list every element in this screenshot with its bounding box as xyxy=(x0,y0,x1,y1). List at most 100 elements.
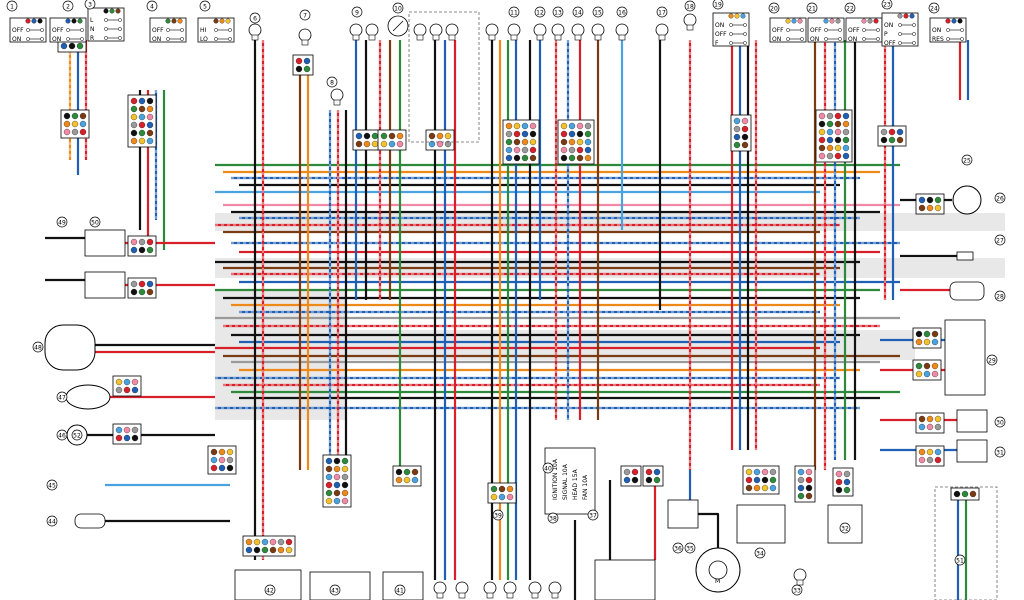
callout-label: 12 xyxy=(536,10,544,17)
connector-34 xyxy=(742,465,780,495)
connector-47 xyxy=(207,445,237,475)
bulb-15 xyxy=(591,23,605,41)
callout-label: 52 xyxy=(73,433,81,440)
callout-40: 40 xyxy=(542,462,554,474)
callout-38: 38 xyxy=(547,512,559,524)
switch-row-label: P xyxy=(884,31,888,38)
callout-27: 27 xyxy=(994,234,1006,246)
callout-5: 5 xyxy=(199,0,211,12)
callout-label: 17 xyxy=(658,10,666,17)
callout-label: 22 xyxy=(846,6,854,13)
bulb-17 xyxy=(655,23,669,41)
switch-row-label: LO xyxy=(200,36,208,43)
switch-row-label: N xyxy=(90,26,95,33)
callout-label: 24 xyxy=(930,6,938,13)
switch-row-label: OFF xyxy=(715,31,727,38)
switch-row-label: ON xyxy=(52,36,61,43)
callout-label: 38 xyxy=(549,516,557,523)
connector-b9 xyxy=(950,487,980,501)
horn xyxy=(952,185,982,215)
callout-label: 44 xyxy=(48,519,56,526)
callout-label: 46 xyxy=(58,433,66,440)
connector-main-left xyxy=(127,94,157,148)
switch-31-box xyxy=(956,439,988,463)
callout-10: 10 xyxy=(392,2,404,14)
connector-44 xyxy=(322,454,352,508)
connector-33 xyxy=(794,465,816,503)
callout-label: 1 xyxy=(10,4,14,11)
callout-33: 33 xyxy=(791,584,803,596)
bulb-meter-3 xyxy=(445,23,459,41)
starter-relay xyxy=(667,499,699,529)
bulb-meter-1 xyxy=(413,23,427,41)
sender-49 xyxy=(65,384,111,410)
resistor-27 xyxy=(956,251,974,261)
connector-36a xyxy=(620,465,642,487)
connector-11 xyxy=(502,119,540,165)
switch-table-group: OFFONOFFONLNROFFONHILOONOFFFOFFONOFFONOF… xyxy=(9,7,967,47)
connector-32 xyxy=(832,467,854,497)
sensor-46 xyxy=(74,513,106,529)
bulb-bottom-5 xyxy=(528,581,542,599)
callout-41: 41 xyxy=(394,584,406,596)
fuse-label-4: FAN 10A xyxy=(582,474,589,500)
connector-45 xyxy=(242,535,296,557)
callout-26: 26 xyxy=(994,192,1006,204)
callout-label: 30 xyxy=(996,420,1004,427)
callout-label: 4 xyxy=(150,4,154,11)
connector-left-small xyxy=(60,109,90,139)
callout-label: 29 xyxy=(988,358,996,365)
callout-label: 3 xyxy=(88,2,92,9)
switch-row-label: ON xyxy=(848,36,857,43)
switch-row-label: R xyxy=(90,35,94,42)
ignition-coil-box xyxy=(234,569,302,600)
bulb-18 xyxy=(683,13,697,31)
connector-48 xyxy=(112,423,142,445)
callout-6: 6 xyxy=(249,12,261,24)
callout-39: 39 xyxy=(492,509,504,521)
callout-8: 8 xyxy=(326,76,338,88)
switch-row-label: ON xyxy=(715,22,724,29)
callout-label: 19 xyxy=(714,2,722,9)
connector-49 xyxy=(112,375,142,397)
callout-4: 4 xyxy=(146,0,158,12)
callout-label: 16 xyxy=(618,10,626,17)
bulb-14 xyxy=(571,23,585,41)
callout-label: 47 xyxy=(58,395,66,402)
regulator-box xyxy=(944,319,986,396)
callout-12: 12 xyxy=(534,6,546,18)
callout-label: 11 xyxy=(510,10,518,17)
connector-13 xyxy=(557,119,595,165)
callout-label: 20 xyxy=(770,6,778,13)
callout-1: 1 xyxy=(6,0,18,12)
callout-label: 32 xyxy=(841,526,849,533)
callout-label: 31 xyxy=(996,450,1004,457)
callout-label: 37 xyxy=(589,513,597,520)
switch-row-label: OFF xyxy=(52,27,64,34)
switch-row-label: ON xyxy=(12,36,21,43)
connector-meter-a xyxy=(377,129,407,151)
callout-label: 27 xyxy=(996,238,1004,245)
connector-group xyxy=(57,39,980,557)
wire-black xyxy=(698,512,720,548)
callout-13: 13 xyxy=(552,6,564,18)
starter-motor-inner xyxy=(708,560,728,580)
callout-label: 26 xyxy=(996,196,1004,203)
callout-47: 47 xyxy=(56,391,68,403)
switch-row-label: OFF xyxy=(152,27,164,34)
switch-row-label: OFF xyxy=(884,40,896,47)
connector-31 xyxy=(915,445,945,467)
callout-32: 32 xyxy=(839,522,851,534)
callout-2: 2 xyxy=(62,0,74,12)
bulb-9a xyxy=(349,23,363,41)
callout-50: 50 xyxy=(89,216,101,228)
bulb-bottom-2 xyxy=(455,581,469,599)
bulb-meter-2 xyxy=(429,23,443,41)
